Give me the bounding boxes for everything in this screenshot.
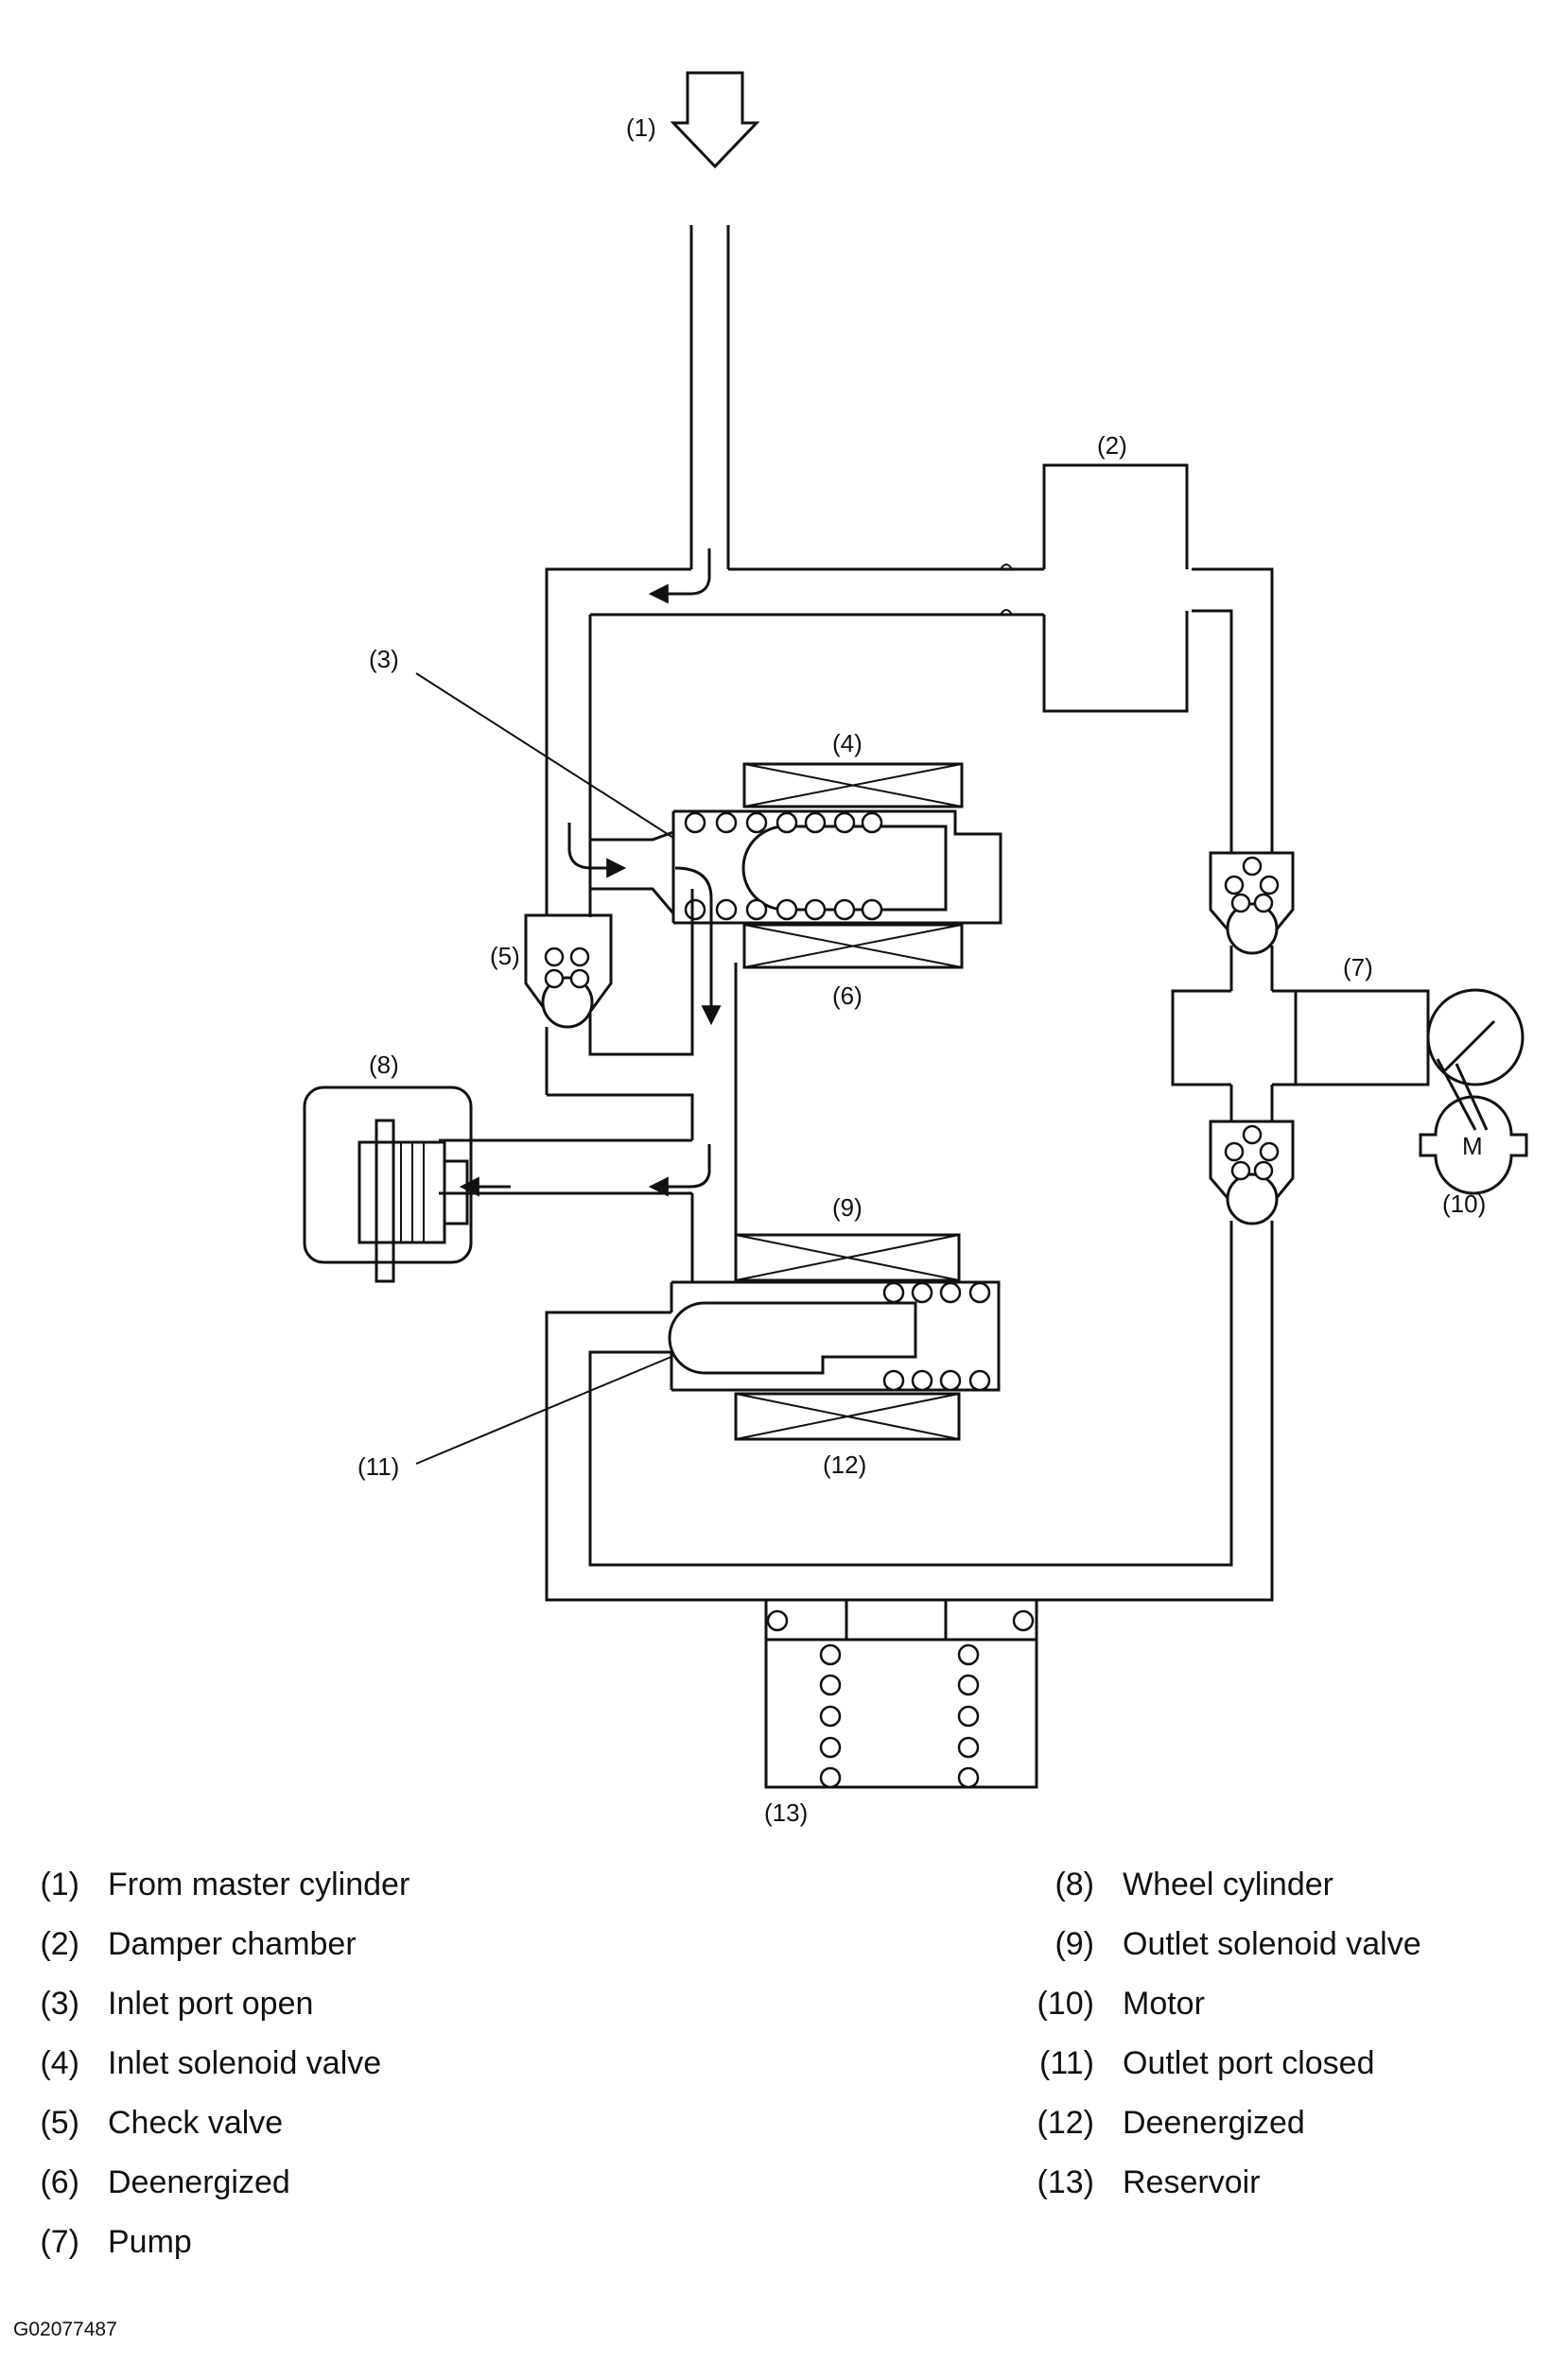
callout-2: (2) (1097, 431, 1127, 460)
callout-4: (4) (832, 729, 863, 757)
callout-6: (6) (832, 982, 863, 1010)
callout-10: (10) (1442, 1190, 1486, 1218)
legend-item: (6)Deenergized (40, 2164, 290, 2200)
leader-11 (415, 1355, 674, 1465)
pump (1171, 851, 1430, 1225)
legend-item: (2)Damper chamber (40, 1926, 357, 1962)
legend-item: (11)Outlet port closed (1039, 2045, 1375, 2081)
callout-1: (1) (626, 113, 656, 142)
abs-hydraulic-diagram: (1) (2) (303, 71, 1528, 1827)
leader-3 (415, 672, 674, 839)
wheel-cylinder (303, 1086, 473, 1283)
callout-11: (11) (357, 1452, 399, 1481)
outlet-solenoid-valve (668, 1233, 1001, 1441)
master-cylinder-pipe (689, 225, 730, 569)
inlet-solenoid-valve (590, 762, 1002, 969)
input-arrow (670, 71, 760, 169)
figure-code: G02077487 (13, 2319, 117, 2340)
line-crossover (1000, 564, 1013, 616)
legend-right: (8)Wheel cylinder (9)Outlet solenoid val… (1026, 1855, 1421, 2213)
reservoir (764, 1598, 1038, 1789)
motor: M (1419, 988, 1528, 1195)
legend-item: (9)Outlet solenoid valve (1054, 1926, 1421, 1962)
callout-7: (7) (1343, 953, 1373, 982)
callout-9: (9) (832, 1193, 863, 1222)
legend-item: (1)From master cylinder (40, 1867, 410, 1902)
callout-12: (12) (823, 1451, 866, 1479)
callout-5: (5) (490, 942, 520, 970)
legend-item: (13)Reservoir (1037, 2164, 1261, 2200)
legend-item: (8)Wheel cylinder (1054, 1867, 1333, 1902)
legend-item: (10)Motor (1037, 1986, 1205, 2022)
legend-item: (5)Check valve (40, 2105, 284, 2141)
legend-item: (4)Inlet solenoid valve (40, 2045, 382, 2081)
motor-symbol: M (1462, 1132, 1483, 1160)
damper-chamber (1042, 463, 1189, 713)
callout-13: (13) (764, 1798, 808, 1827)
legend-item: (12)Deenergized (1037, 2105, 1305, 2141)
callout-8: (8) (369, 1051, 399, 1079)
legend-item: (3)Inlet port open (40, 1986, 314, 2022)
check-valve (524, 889, 694, 1056)
legend-left: (1)From master cylinder (2)Damper chambe… (32, 1855, 410, 2272)
callout-3: (3) (369, 645, 399, 673)
legend-item: (7)Pump (40, 2224, 192, 2260)
